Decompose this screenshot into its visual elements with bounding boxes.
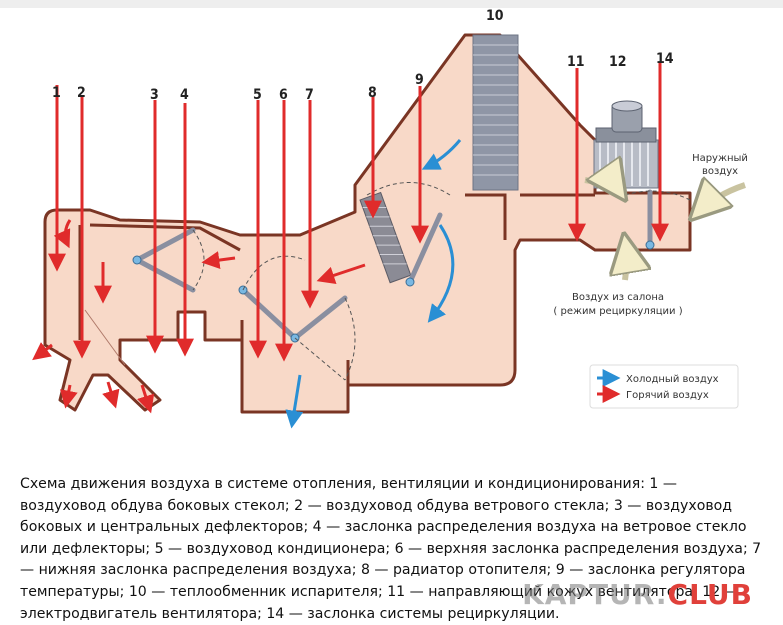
hvac-airflow-diagram: 1 2 3 4 5 6 7 8 9 10 11 12 14 Наружныйво…: [32, 8, 748, 429]
callout-4: 4: [180, 87, 189, 103]
legend: Холодный воздух Горячий воздух: [589, 364, 739, 409]
watermark-part2: CLUB: [667, 578, 753, 611]
top-rule: [0, 0, 783, 8]
figure-caption: Схема движения воздуха в системе отоплен…: [20, 476, 762, 622]
callout-12: 12: [609, 54, 627, 70]
intake-arrows: [584, 180, 746, 281]
callout-2: 2: [77, 85, 86, 101]
callout-7: 7: [305, 87, 314, 103]
fan-motor: [593, 100, 659, 189]
legend-cold-label: Холодный воздух: [626, 374, 719, 385]
callout-3: 3: [150, 87, 159, 103]
cold-air-arrows: [285, 139, 462, 429]
watermark: KAPTUR.CLUB: [522, 578, 753, 611]
evaporator: [472, 34, 519, 191]
callout-8: 8: [368, 85, 377, 101]
callout-9: 9: [415, 72, 424, 88]
callout-5: 5: [253, 87, 262, 103]
callout-10: 10: [486, 8, 504, 24]
callout-11: 11: [567, 54, 585, 70]
swing-arcs: [192, 182, 691, 381]
inner-wall-right: [465, 193, 507, 240]
hot-air-arrows: [32, 62, 669, 414]
legend-hot-label: Горячий воздух: [626, 390, 709, 401]
callout-1: 1: [52, 85, 61, 101]
callout-6: 6: [279, 87, 288, 103]
callout-numbers: 1 2 3 4 5 6 7 8 9 10 11 12 14: [52, 8, 674, 103]
watermark-part1: KAPTUR.: [522, 578, 668, 611]
callout-14: 14: [656, 51, 674, 67]
inner-wall-mid: [89, 223, 241, 252]
hatch-line: [84, 309, 126, 366]
note-cabin-air: Воздух из салона( режим рециркуляции ): [553, 292, 682, 317]
